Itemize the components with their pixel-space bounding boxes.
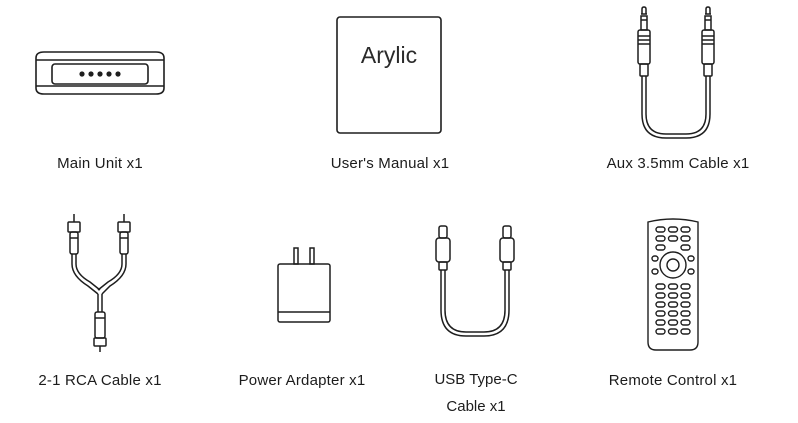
usb-c-cable-image	[430, 224, 526, 340]
manual-brand-text: Arylic	[361, 42, 417, 68]
main-unit-label: Main Unit x1	[57, 155, 143, 172]
usb-c-cable-label-line2: Cable x1	[446, 398, 506, 415]
usb-c-cable-label: USB Type-C Cable x1	[386, 366, 566, 420]
power-adapter-label: Power Ardapter x1	[238, 372, 366, 389]
rca-cable-image	[58, 212, 144, 354]
usb-c-cable-label-line1: USB Type-C	[434, 371, 518, 388]
users-manual-image: Arylic	[336, 16, 442, 134]
remote-control-label: Remote Control x1	[608, 372, 738, 389]
aux-cable-image	[628, 6, 728, 142]
aux-cable-label: Aux 3.5mm Cable x1	[606, 155, 750, 172]
rca-cable-label: 2-1 RCA Cable x1	[38, 372, 162, 389]
power-adapter-image	[276, 246, 332, 326]
users-manual-label: User's Manual x1	[330, 155, 450, 172]
main-unit-image	[30, 48, 170, 100]
remote-control-image	[644, 216, 702, 352]
